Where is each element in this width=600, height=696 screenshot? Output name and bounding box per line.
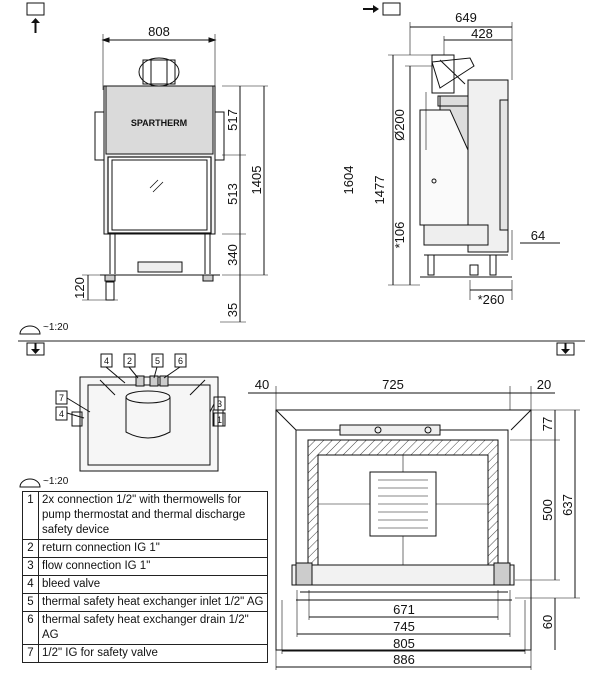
top-500-dim: 500	[540, 499, 555, 521]
legend-text: flow connection IG 1"	[38, 557, 268, 576]
callout-7: 7	[59, 393, 64, 403]
scale-label-1: ~1:20	[43, 322, 69, 333]
side-view	[388, 22, 560, 300]
scale-icon-2	[19, 478, 41, 488]
scale-label-2: ~1:20	[43, 476, 69, 487]
front-base-dim: 340	[225, 244, 240, 266]
connection-view	[55, 353, 226, 472]
scale-icon-1	[19, 325, 41, 335]
front-foot-dim: 120	[72, 277, 87, 299]
view-top-icon-left	[26, 342, 45, 356]
top-77-dim: 77	[540, 417, 555, 431]
side-height-total-dim: 1604	[341, 166, 356, 195]
callout-4-left: 4	[59, 409, 64, 419]
top-view	[248, 386, 580, 670]
legend-number: 6	[22, 611, 39, 645]
top-745-dim: 745	[393, 619, 415, 634]
view-front-icon	[26, 2, 45, 33]
side-offset-106-dim: *106	[392, 222, 407, 249]
legend-number: 4	[22, 575, 39, 594]
callout-2: 2	[127, 356, 132, 366]
side-offset-64-dim: 64	[531, 228, 545, 243]
front-door-dim: 513	[225, 183, 240, 205]
legend-number: 1	[22, 491, 39, 540]
callout-6: 6	[178, 356, 183, 366]
legend-number: 3	[22, 557, 39, 576]
top-671-dim: 671	[393, 602, 415, 617]
front-total-dim: 1405	[249, 166, 264, 195]
legend-number: 5	[22, 593, 39, 612]
top-width-dim: 725	[382, 377, 404, 392]
front-width-dim: 808	[148, 24, 170, 39]
legend-text: thermal safety heat exchanger inlet 1/2"…	[38, 593, 268, 612]
top-637-dim: 637	[560, 494, 575, 516]
brand-logo: SPARTHERM	[131, 118, 187, 128]
legend-text: thermal safety heat exchanger drain 1/2"…	[38, 611, 268, 645]
legend-number: 2	[22, 539, 39, 558]
view-side-icon	[363, 2, 401, 16]
legend-text: 1/2" IG for safety valve	[38, 644, 268, 663]
callout-5: 5	[155, 356, 160, 366]
legend-number: 7	[22, 644, 39, 663]
side-offset-260-dim: *260	[478, 292, 505, 307]
side-top-depth-dim: 428	[471, 26, 493, 41]
side-height-body-dim: 1477	[372, 176, 387, 205]
front-upper-dim: 517	[225, 109, 240, 131]
front-leg-dim: 35	[225, 303, 240, 317]
side-flue-dim: Ø200	[392, 109, 407, 141]
front-view	[82, 34, 268, 323]
legend-text: bleed valve	[38, 575, 268, 594]
top-right-dim: 20	[537, 377, 551, 392]
top-805-dim: 805	[393, 636, 415, 651]
callout-1: 1	[217, 415, 222, 425]
side-depth-dim: 649	[455, 10, 477, 25]
top-60-dim: 60	[540, 615, 555, 629]
callout-4-top: 4	[104, 356, 109, 366]
callout-3: 3	[217, 399, 222, 409]
legend-text: return connection IG 1"	[38, 539, 268, 558]
view-top-icon-right	[556, 342, 575, 356]
legend-text: 2x connection 1/2" with thermowells for …	[38, 491, 268, 540]
top-left-dim: 40	[255, 377, 269, 392]
top-886-dim: 886	[393, 652, 415, 667]
